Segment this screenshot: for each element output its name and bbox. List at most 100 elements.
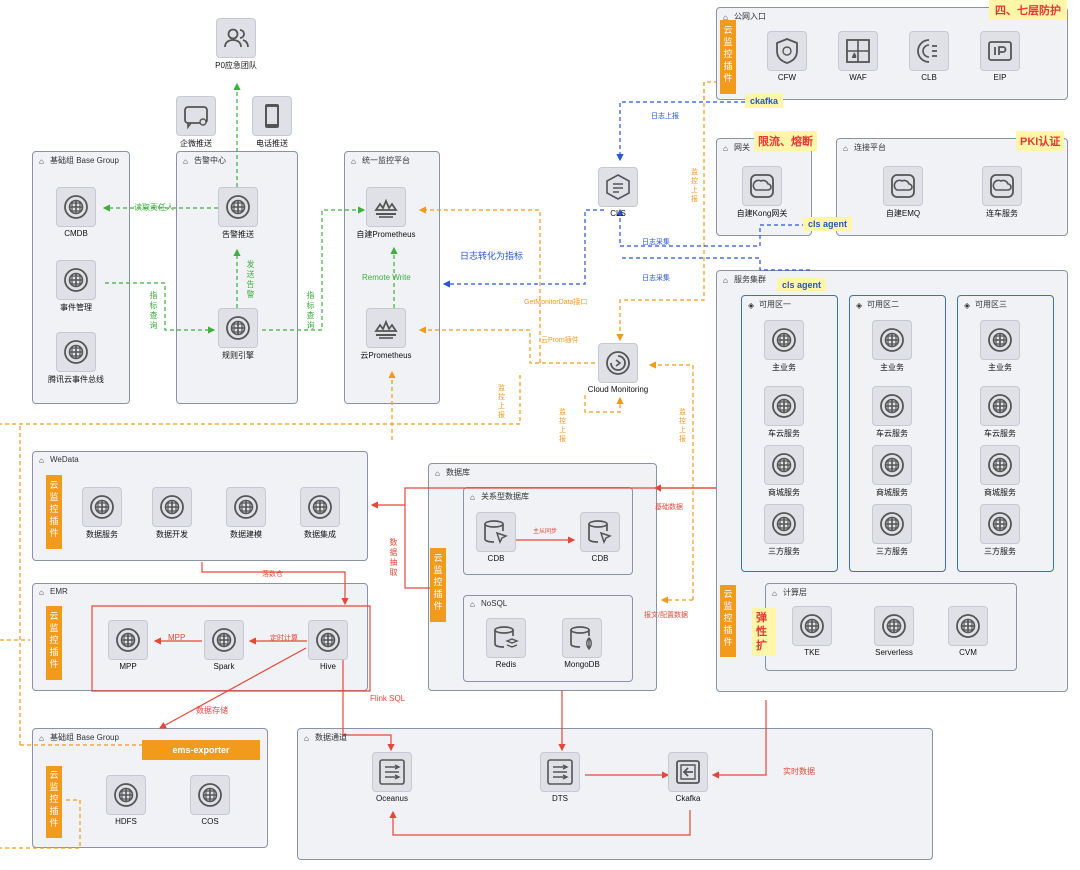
node-self-prometheus-label: 自建Prometheus — [356, 230, 416, 239]
cloud-icon — [209, 625, 239, 655]
cloud-monitor-plugin-wedata: 云监控插件 — [46, 475, 62, 549]
node-event-mgmt-label: 事件管理 — [60, 303, 92, 312]
edge-label-base-data: 基础数据 — [655, 504, 683, 511]
group-title: 连接平台 — [854, 143, 886, 152]
group-title: 关系型数据库 — [481, 492, 529, 501]
cluster-icon: ⌂ — [183, 156, 188, 166]
cloud-icon — [769, 450, 799, 480]
edge-label-log-to-metric: 日志转化为指标 — [460, 251, 524, 261]
node-mpp — [108, 620, 148, 660]
group-title: WeData — [50, 455, 79, 464]
node-redis-label: Redis — [495, 660, 517, 669]
node-hdfs — [106, 775, 146, 815]
node-main-biz-z1 — [764, 320, 804, 360]
edge-label-lake-merge: 落数仓 — [262, 571, 283, 578]
edge-label-report-config: 报文/配置数据 — [644, 612, 688, 619]
callout-elastic: 弹性扩 — [752, 608, 776, 656]
people-icon — [221, 23, 251, 53]
cloud-icon — [953, 611, 983, 641]
group-title: 公网入口 — [734, 12, 766, 21]
group-data-channel: ⌂数据通道 — [297, 728, 933, 860]
node-serverless — [874, 606, 914, 646]
layers-icon: ◈ — [856, 300, 863, 310]
node-cloud-monitoring — [598, 343, 638, 383]
cluster-icon: ⌂ — [723, 275, 728, 285]
node-ckafka — [668, 752, 708, 792]
cluster-icon: ⌂ — [39, 733, 44, 743]
node-mall-z3 — [980, 445, 1020, 485]
node-mongodb-label: MongoDB — [564, 660, 600, 669]
group-title: 告警中心 — [194, 156, 226, 165]
node-car-cloud-z1-label: 车云服务 — [768, 429, 800, 438]
node-car-cloud-z3 — [980, 386, 1020, 426]
cloud-monitor-plugin-emr: 云监控插件 — [46, 606, 62, 680]
group-title: NoSQL — [481, 599, 508, 608]
node-car-service — [982, 166, 1022, 206]
node-cls-label: CLS — [610, 209, 626, 218]
node-wecom-push — [176, 96, 216, 136]
node-clb-label: CLB — [921, 73, 937, 82]
doc-icon — [603, 172, 633, 202]
group-title: 基础组 Base Group — [50, 156, 119, 165]
cloud-icon — [877, 509, 907, 539]
cluster-icon: ⌂ — [772, 588, 777, 598]
node-data-dev-label: 数据开发 — [156, 530, 188, 539]
zone-1: ◈可用区一 — [741, 295, 838, 572]
ems-exporter-bar: ems-exporter — [142, 740, 260, 760]
edge-label-log-collect-1: 日志采集 — [642, 239, 670, 246]
node-spark — [204, 620, 244, 660]
edge-label-realtime-data: 实时数据 — [783, 767, 815, 776]
kafka-icon — [673, 757, 703, 787]
group-title: 数据库 — [446, 468, 470, 477]
node-mall-z2-label: 商城服务 — [876, 488, 908, 497]
group-title: 计算层 — [783, 588, 807, 597]
node-data-integration — [300, 487, 340, 527]
node-cls — [598, 167, 638, 207]
edge-label-master-slave: 主从同步 — [533, 529, 558, 535]
edge-label-read-owner: 读取责任人 — [134, 203, 174, 212]
group-nosql: ⌂ NoSQL — [463, 595, 633, 682]
cloud-icon — [769, 509, 799, 539]
cloud-icon — [113, 625, 143, 655]
node-cfw — [767, 31, 807, 71]
node-third-party-z2-label: 三方服务 — [876, 547, 908, 556]
node-cdb-slave — [580, 512, 620, 552]
node-alert-push-label: 告警推送 — [222, 230, 254, 239]
edge-label-log-collect-2: 日志采集 — [642, 275, 670, 282]
cloud-icon — [313, 625, 343, 655]
cloud-icon — [61, 337, 91, 367]
cloud-icon — [231, 492, 261, 522]
cluster-icon: ⌂ — [470, 599, 475, 609]
node-third-party-z1 — [764, 504, 804, 544]
node-car-cloud-z1 — [764, 386, 804, 426]
node-oceanus-label: Oceanus — [375, 794, 409, 803]
node-phone-push — [252, 96, 292, 136]
node-main-biz-z1-label: 主业务 — [772, 363, 796, 372]
zone-title: 可用区三 — [975, 300, 1007, 309]
callout-rate-limit: 限流、熔断 — [754, 131, 817, 151]
cloud-icon — [61, 265, 91, 295]
cloud-icon — [879, 611, 909, 641]
node-p0-team — [216, 18, 256, 58]
node-rule-engine — [218, 308, 258, 348]
node-mall-z1-label: 商城服务 — [768, 488, 800, 497]
callout-cls-agent-1: cls agent — [803, 217, 853, 231]
edge-label-monitor-report-mid: 监控上报 — [498, 385, 505, 419]
edge-label-monitor-report-top: 监控上报 — [691, 169, 698, 203]
callout-layer7: 四、七层防护 — [989, 0, 1067, 20]
waf-icon — [843, 36, 873, 66]
node-waf-label: WAF — [849, 73, 867, 82]
node-mall-z1 — [764, 445, 804, 485]
node-redis — [486, 618, 526, 658]
layers-icon: ◈ — [964, 300, 971, 310]
cloud-icon — [195, 780, 225, 810]
cloud-icon — [223, 192, 253, 222]
node-dts — [540, 752, 580, 792]
monitor-icon — [603, 348, 633, 378]
gw-icon — [987, 171, 1017, 201]
cloud-monitor-plugin-compute: 云监控插件 — [720, 585, 736, 657]
cloud-icon — [985, 325, 1015, 355]
node-rule-engine-label: 规则引擎 — [222, 351, 254, 360]
